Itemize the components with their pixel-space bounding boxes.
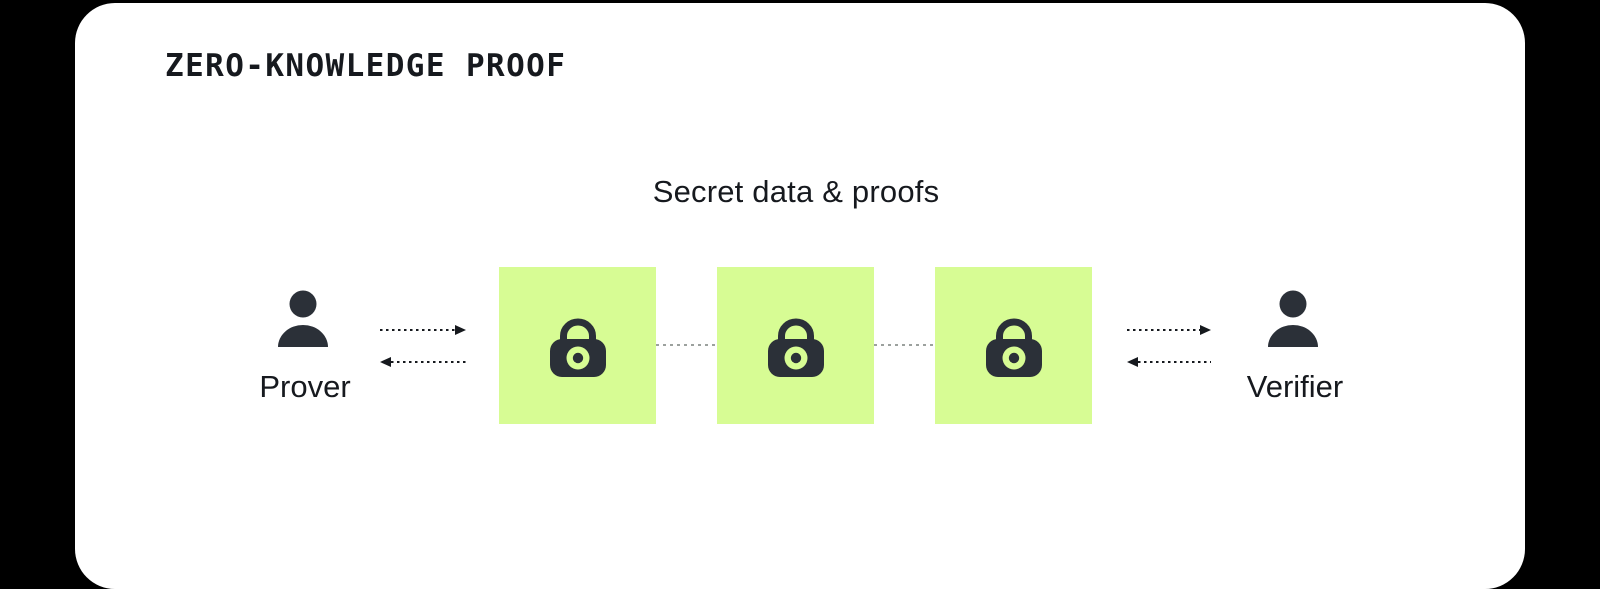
verifier-label: Verifier [1246,369,1344,404]
lock-icon [767,318,824,377]
prover-label: Prover [259,369,351,404]
dashed-connector [874,344,935,346]
arrow-head [455,325,466,335]
lock-icon [985,318,1042,377]
arrow-head [1127,357,1138,367]
dashed-connector [656,344,717,346]
dotted-arrow-left-icon [1127,357,1211,367]
flow-label: Secret data & proofs [652,174,940,209]
lock-tile-2 [717,267,874,424]
person-icon [278,290,328,347]
page-title: ZERO-KNOWLEDGE PROOF [165,48,567,84]
dotted-arrow-left-icon [380,357,466,367]
dotted-arrow-right-icon [380,325,466,335]
arrow-head [1200,325,1211,335]
arrow-line [1138,361,1211,364]
lock-tile-3 [935,267,1092,424]
arrow-head [380,357,391,367]
arrow-line [1127,329,1200,332]
arrow-line [380,329,455,332]
arrow-line [391,361,466,364]
person-icon [1268,290,1318,347]
lock-tile-1 [499,267,656,424]
lock-icon [549,318,606,377]
dotted-arrow-right-icon [1127,325,1211,335]
